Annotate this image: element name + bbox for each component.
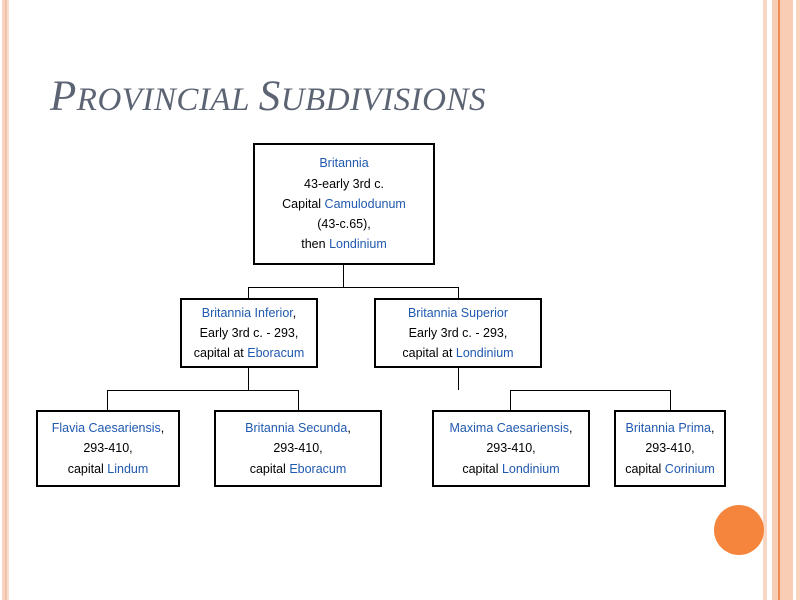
node-line: Early 3rd c. - 293,	[409, 323, 508, 343]
node-line: capital at Eboracum	[194, 343, 305, 363]
title-word-subdivisions: UBDIVISIONS	[280, 82, 486, 118]
node-text: Capital	[282, 196, 325, 211]
place-link[interactable]: Londinium	[501, 461, 560, 476]
node-text: ,	[347, 421, 351, 436]
node-line: capital Londinium	[462, 459, 559, 479]
node-text: capital	[249, 461, 290, 476]
node-line: Flavia Caesariensis,	[52, 418, 165, 438]
node-line: 43-early 3rd c.	[304, 174, 384, 194]
node-line: capital Lindum	[68, 459, 149, 479]
node-text: capital	[462, 461, 502, 476]
right-border-stripe-5	[793, 0, 796, 600]
node-maxima-caesariensis[interactable]: Maxima Caesariensis, 293-410, capital Lond…	[432, 410, 590, 487]
right-border-stripe-3	[772, 0, 778, 600]
page-title: PROVINCIAL SUBDIVISIONS	[50, 72, 486, 121]
node-line: 293-410,	[486, 438, 535, 458]
node-line: Britannia	[319, 153, 368, 173]
connector-level1-bus	[248, 287, 459, 288]
title-initial-p: P	[50, 73, 77, 120]
node-line: Britannia Superior	[408, 303, 508, 323]
node-text: capital at	[402, 346, 456, 361]
connector-to-britannia-inferior	[248, 287, 249, 298]
node-line: Britannia Prima,	[626, 418, 715, 438]
node-text: ,	[160, 421, 165, 436]
place-link[interactable]: Flavia Caesariensis	[51, 421, 161, 436]
node-text: capital	[625, 461, 665, 476]
connector-to-flavia-caesariensis	[107, 390, 108, 410]
node-line: 293-410,	[645, 438, 694, 458]
node-britannia-prima[interactable]: Britannia Prima, 293-410, capital Corinium	[614, 410, 726, 487]
place-link[interactable]: Britannia Inferior	[201, 305, 293, 320]
node-line: capital Eboracum	[250, 459, 347, 479]
orange-circle-decoration	[714, 505, 764, 555]
node-text: 293-410,	[83, 441, 133, 456]
place-link[interactable]: Eboracum	[289, 461, 347, 476]
node-text: ,	[292, 305, 297, 320]
place-link[interactable]: Britannia Prima	[625, 421, 711, 436]
title-word-provincial: ROVINCIAL	[76, 82, 250, 118]
place-link[interactable]: Eboracum	[247, 346, 305, 361]
node-text: (43-c.65),	[317, 217, 371, 232]
place-link[interactable]: Corinium	[664, 461, 715, 476]
node-text: 293-410,	[273, 441, 323, 456]
left-border-stripe-3	[7, 0, 9, 600]
place-link[interactable]: Britannia Secunda	[245, 421, 348, 436]
connector-inferior-bus	[107, 390, 298, 391]
node-text: Early 3rd c. - 293,	[199, 325, 299, 340]
node-line: (43-c.65),	[317, 214, 371, 234]
connector-inferior-stem	[248, 368, 249, 390]
node-line: Britannia Secunda,	[245, 418, 351, 438]
place-link[interactable]: Britannia	[319, 156, 369, 171]
place-link[interactable]: Maxima Caesariensis	[449, 421, 569, 436]
left-border-stripe-1	[2, 0, 5, 600]
place-link[interactable]: Camulodunum	[324, 196, 406, 211]
left-border-stripe-2	[5, 0, 7, 600]
node-text: ,	[710, 421, 715, 436]
connector-to-maxima-caesariensis	[510, 390, 511, 410]
node-line: then Londinium	[301, 234, 387, 254]
node-text: 43-early 3rd c.	[304, 176, 384, 191]
right-border-accent-line	[778, 0, 780, 600]
node-line: capital at Londinium	[402, 343, 513, 363]
node-text: then	[301, 237, 330, 252]
node-text: ,	[569, 421, 573, 436]
node-flavia-caesariensis[interactable]: Flavia Caesariensis, 293-410, capital Lind…	[36, 410, 180, 487]
node-text: capital	[67, 461, 108, 476]
connector-to-britannia-prima	[670, 390, 671, 410]
node-britannia-secunda[interactable]: Britannia Secunda, 293-410, capital Eborac…	[214, 410, 382, 487]
node-text: Early 3rd c. - 293,	[408, 325, 508, 340]
connector-superior-stem	[458, 368, 459, 390]
node-text: 293-410,	[645, 441, 695, 456]
node-line: Britannia Inferior,	[202, 303, 297, 323]
node-line: 293-410,	[273, 438, 322, 458]
title-initial-s: S	[258, 73, 281, 120]
connector-superior-bus	[510, 390, 670, 391]
right-border-stripe-6	[796, 0, 800, 600]
connector-root-stem	[343, 265, 344, 287]
node-line: Capital Camulodunum	[282, 194, 406, 214]
connector-to-britannia-superior	[458, 287, 459, 298]
node-text: capital at	[193, 346, 248, 361]
node-line: Maxima Caesariensis,	[450, 418, 573, 438]
node-britannia-inferior[interactable]: Britannia Inferior, Early 3rd c. - 293, ca…	[180, 298, 318, 368]
connector-to-britannia-secunda	[298, 390, 299, 410]
place-link[interactable]: Londinium	[329, 237, 387, 252]
place-link[interactable]: Londinium	[455, 346, 514, 361]
right-border-stripe-4	[780, 0, 793, 600]
place-link[interactable]: Lindum	[107, 461, 149, 476]
node-line: capital Corinium	[625, 459, 715, 479]
right-border-stripe-2	[767, 0, 772, 600]
place-link[interactable]: Britannia Superior	[407, 305, 509, 320]
node-line: Early 3rd c. - 293,	[200, 323, 299, 343]
right-border-stripe-1	[763, 0, 767, 600]
node-text: 293-410,	[486, 441, 536, 456]
node-britannia[interactable]: Britannia 43-early 3rd c. Capital Camulodu…	[253, 143, 435, 265]
node-line: 293-410,	[83, 438, 132, 458]
